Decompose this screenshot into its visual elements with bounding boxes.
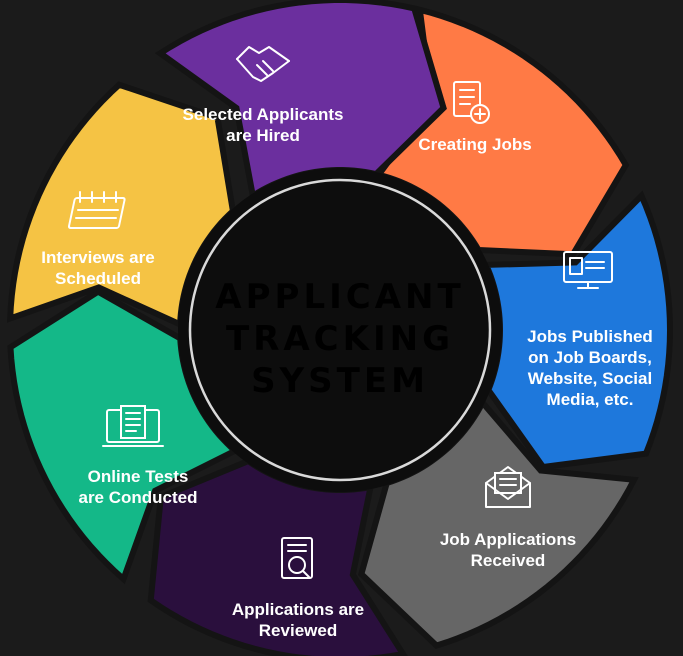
icons-group (67, 46, 613, 579)
label-applicants-hired-line-2: are Hired (226, 126, 300, 145)
label-jobs-published-line-2: on Job Boards, (528, 348, 652, 367)
title-line-2: TRACKING (226, 319, 454, 359)
label-applicants-hired-line-1: Selected Applicants (183, 105, 344, 124)
label-jobs-published-line-1: Jobs Published (527, 327, 653, 346)
document-plus-icon (453, 81, 490, 124)
label-interviews-scheduled-line-1: Interviews are (41, 248, 154, 267)
label-online-tests-line-2: are Conducted (78, 488, 197, 507)
center-ring (188, 178, 492, 482)
center-disc (178, 168, 502, 492)
label-jobs-published-line-3: Website, Social (528, 369, 652, 388)
laptop-document-icon (102, 405, 164, 447)
title-line-3: SYSTEM (251, 361, 429, 401)
envelope-icon (485, 466, 531, 508)
title-line-1: APPLICANT (215, 277, 464, 317)
calendar-icon (67, 191, 126, 229)
label-applications-received-line-1: Job Applications (440, 530, 576, 549)
label-online-tests-line-1: Online Tests (88, 467, 189, 486)
label-applications-received-line-2: Received (471, 551, 546, 570)
label-interviews-scheduled-line-2: Scheduled (55, 269, 141, 288)
magnifier-document-icon (281, 537, 313, 579)
handshake-icon (236, 46, 290, 82)
label-applications-reviewed-line-1: Applications are (232, 600, 364, 619)
monitor-icon (563, 251, 613, 289)
label-creating-jobs-line-1: Creating Jobs (418, 135, 531, 154)
label-applications-reviewed-line-2: Reviewed (259, 621, 337, 640)
label-jobs-published-line-4: Media, etc. (547, 390, 634, 409)
